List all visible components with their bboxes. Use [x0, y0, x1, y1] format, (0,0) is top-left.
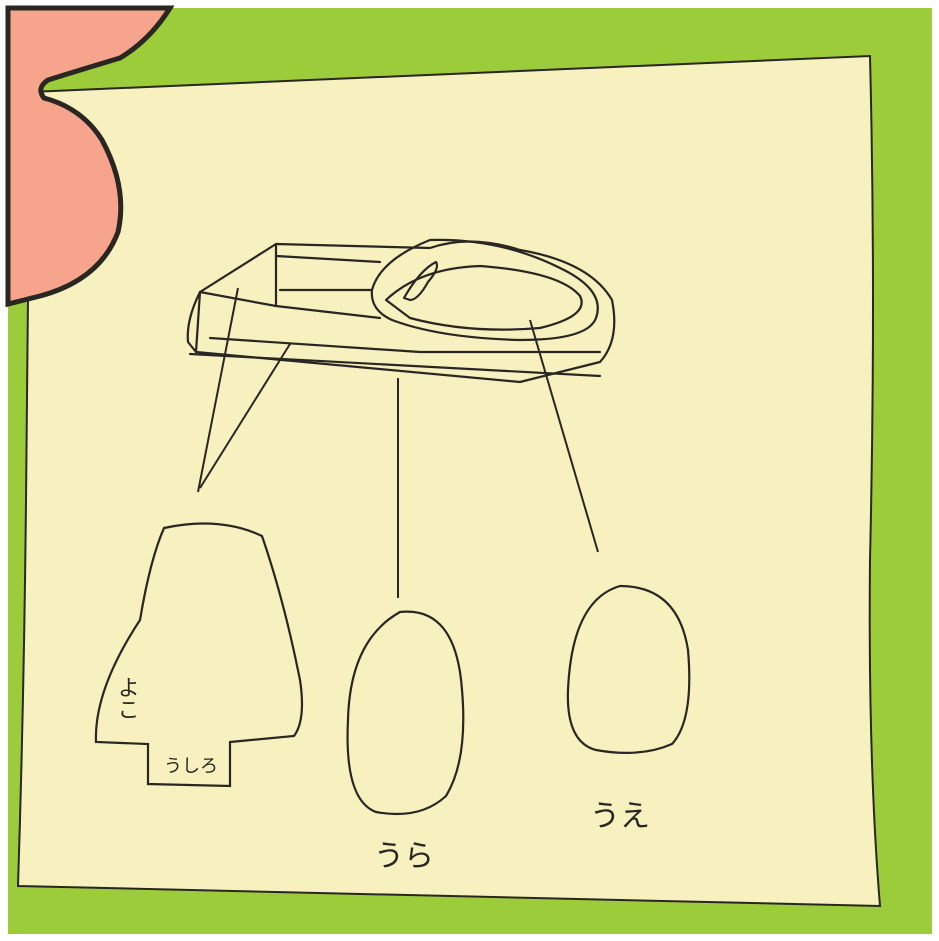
label-side: よこ [114, 676, 139, 720]
label-back: うしろ [164, 756, 218, 777]
label-sole: うら [374, 839, 434, 874]
label-top: うえ [590, 799, 650, 834]
